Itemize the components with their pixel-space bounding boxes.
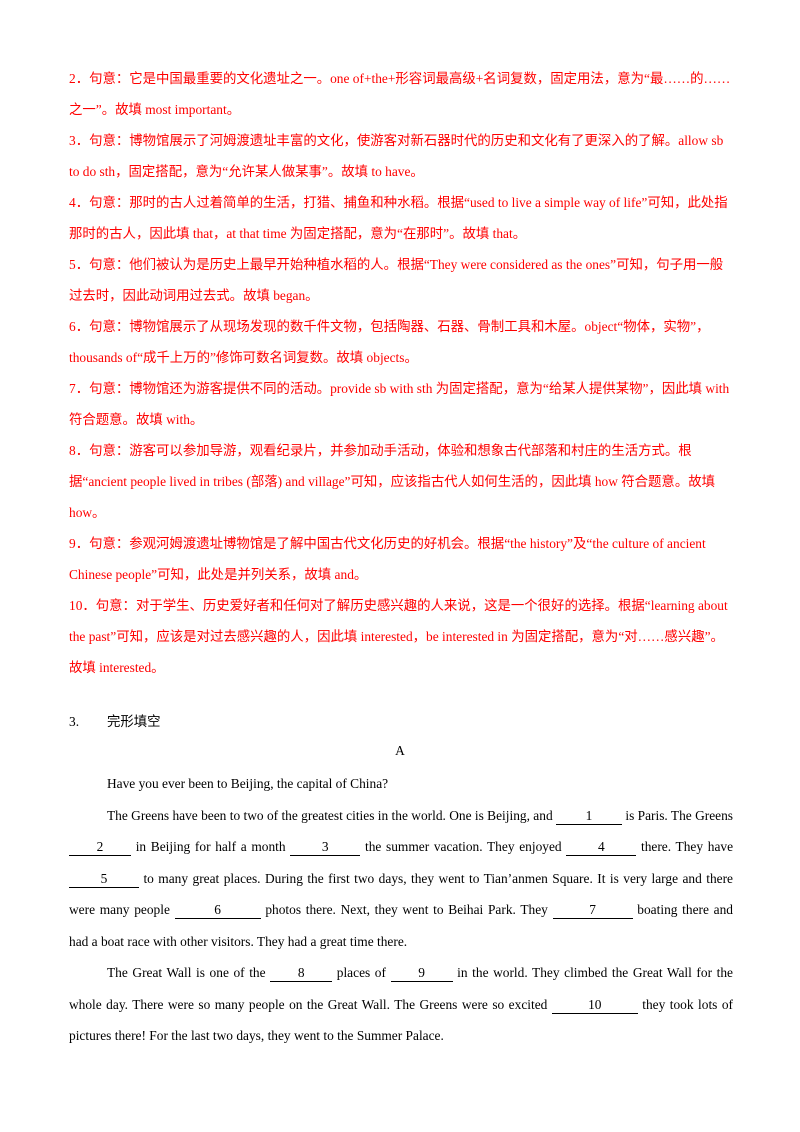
cloze-passage: Have you ever been to Beijing, the capit… (69, 768, 733, 1052)
blank-8[interactable]: 8 (270, 965, 333, 982)
blank-7[interactable]: 7 (552, 902, 633, 919)
passage-text: The Greens have been to two of the great… (107, 807, 556, 823)
passage-text: in Beijing for half a month (131, 839, 291, 854)
passage-paragraph: Have you ever been to Beijing, the capit… (69, 768, 733, 800)
explanation-item: 8．句意：游客可以参加导游，观看纪录片，并参加动手活动，体验和想象古代部落和村庄… (69, 443, 715, 520)
explanation-item: 3．句意：博物馆展示了河姆渡遗址丰富的文化，使游客对新石器时代的历史和文化有了更… (69, 133, 724, 179)
explanation-item: 10．句意：对于学生、历史爱好者和任何对了解历史感兴趣的人来说，这是一个很好的选… (69, 598, 728, 675)
section-heading: 3. 完形填空 (69, 712, 161, 732)
passage-text: boating there and had a boat race with o… (69, 902, 733, 949)
blank-9[interactable]: 9 (390, 965, 453, 982)
passage-paragraph: The Great Wall is one of the 8 places of… (69, 957, 733, 1052)
passage-title: A (395, 743, 405, 758)
explanation-item: 6．句意：博物馆展示了从现场发现的数千件文物，包括陶器、石器、骨制工具和木屋。o… (69, 319, 710, 365)
blank-10[interactable]: 10 (551, 997, 638, 1014)
blank-6[interactable]: 6 (174, 902, 261, 919)
explanation-item: 5．句意：他们被认为是历史上最早开始种植水稻的人。根据“They were co… (69, 257, 724, 303)
passage-text: The Great Wall is one of the (107, 965, 271, 980)
explanation-item: 9．句意：参观河姆渡遗址博物馆是了解中国古代文化历史的好机会。根据“the hi… (69, 536, 706, 582)
blank-1[interactable]: 1 (556, 808, 622, 825)
passage-text: is Paris. The Greens (622, 807, 733, 823)
blank-3[interactable]: 3 (290, 839, 361, 856)
passage-text: places of (332, 965, 391, 980)
section-number: 3. (69, 714, 80, 729)
explanation-item: 7．句意：博物馆还为游客提供不同的活动。provide sb with sth … (69, 381, 730, 427)
passage-text: there. They have (636, 839, 734, 854)
blank-4[interactable]: 4 (566, 839, 637, 856)
blank-5[interactable]: 5 (69, 871, 139, 888)
passage-text: the summer vacation. They enjoyed (360, 839, 567, 854)
passage-text: to many great places. During the first t… (69, 870, 733, 918)
section-title: 完形填空 (107, 714, 161, 729)
passage-text: they took lots of pictures there! For th… (69, 996, 733, 1044)
passage-text: Have you ever been to Beijing, the capit… (107, 776, 389, 791)
explanation-item: 2．句意：它是中国最重要的文化遗址之一。one of+the+形容词最高级+名词… (69, 71, 731, 117)
blank-2[interactable]: 2 (69, 839, 131, 856)
answer-explanations: 2．句意：它是中国最重要的文化遗址之一。one of+the+形容词最高级+名词… (69, 63, 733, 683)
passage-paragraph: The Greens have been to two of the great… (69, 800, 733, 958)
explanation-item: 4．句意：那时的古人过着简单的生活，打猎、捕鱼和种水稻。根据“used to l… (69, 195, 728, 241)
passage-text: in the world. They climbed the Great Wal… (69, 965, 733, 1012)
passage-text: photos there. Next, they went to Beihai … (260, 902, 553, 917)
